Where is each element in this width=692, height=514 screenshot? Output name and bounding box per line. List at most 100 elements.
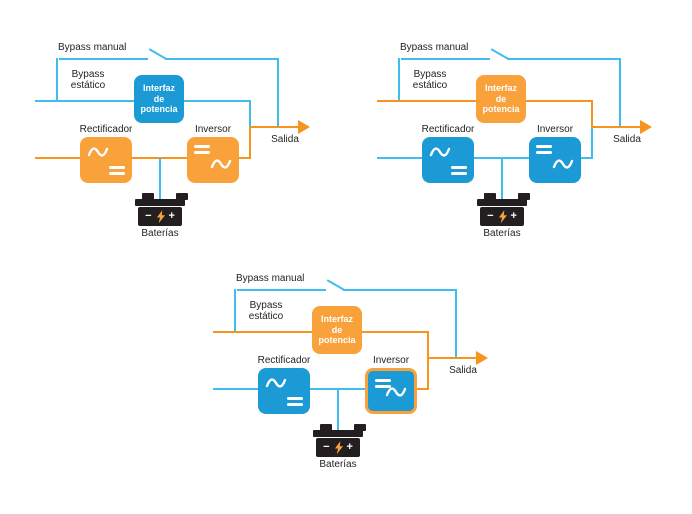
- interfaz-box: Interfaz de potencia: [312, 306, 362, 354]
- interfaz-label-line1: Interfaz: [484, 83, 517, 94]
- bypass-estatico-label-line2: estático: [248, 310, 284, 322]
- bypass-manual-label: Bypass manual: [58, 42, 127, 53]
- rectificador-label: Rectificador: [79, 124, 133, 135]
- output-junction-upper-line: [427, 331, 429, 360]
- bypass-manual-down-line: [619, 58, 621, 128]
- salida-arrow-line: [250, 126, 299, 128]
- sine-wave-icon: [385, 385, 407, 403]
- battery-icon: − +: [316, 438, 360, 457]
- ups-topology-3: Bypass manual Bypass estático Salida Int…: [208, 261, 538, 476]
- interfaz-label-line2: de: [331, 324, 343, 335]
- salida-arrow-icon: [476, 351, 488, 365]
- inversor-box: [187, 137, 239, 183]
- interfaz-label-line2: de: [495, 93, 507, 104]
- bypass-left-riser-line: [56, 58, 58, 102]
- battery-icon: − +: [138, 207, 182, 226]
- main-power-line: [377, 157, 582, 159]
- plus-icon: +: [510, 210, 517, 222]
- salida-arrow-icon: [640, 120, 652, 134]
- rectificador-label: Rectificador: [421, 124, 475, 135]
- sine-wave-icon: [265, 376, 287, 394]
- dc-equals-icon: [375, 379, 391, 388]
- output-junction-upper-line: [249, 100, 251, 129]
- rectificador-box: [422, 137, 474, 183]
- bypass-manual-line: [343, 289, 456, 291]
- lightning-bolt-icon: [334, 440, 343, 454]
- bypass-estatico-label: Bypass estático: [236, 300, 296, 322]
- salida-arrow-line: [428, 357, 477, 359]
- ups-topology-2: Bypass manual Bypass estático Salida Int…: [372, 30, 692, 245]
- minus-icon: −: [145, 210, 152, 222]
- battery-branch-line: [337, 389, 339, 430]
- inversor-box: [529, 137, 581, 183]
- bypass-estatico-label-line2: estático: [412, 79, 448, 91]
- bypass-manual-line: [507, 58, 620, 60]
- output-junction-lower-line: [249, 127, 251, 159]
- interfaz-label-line2: de: [153, 93, 165, 104]
- output-junction-lower-line: [591, 127, 593, 159]
- plus-icon: +: [168, 210, 175, 222]
- sine-wave-icon: [429, 145, 451, 163]
- bypass-manual-label: Bypass manual: [236, 273, 305, 284]
- bypass-left-riser-line: [234, 289, 236, 333]
- bypass-estatico-label: Bypass estático: [400, 69, 460, 91]
- dc-equals-icon: [536, 145, 552, 154]
- minus-icon: −: [323, 441, 330, 453]
- battery-cap-icon: [313, 430, 363, 437]
- interfaz-box: Interfaz de potencia: [134, 75, 184, 123]
- main-power-line: [35, 157, 240, 159]
- salida-arrow-line: [592, 126, 641, 128]
- bypass-manual-down-line: [455, 289, 457, 359]
- inversor-box: [365, 368, 417, 414]
- interfaz-box: Interfaz de potencia: [476, 75, 526, 123]
- salida-label: Salida: [613, 134, 641, 145]
- bypass-estatico-label-line1: Bypass: [71, 69, 105, 80]
- rectificador-box: [258, 368, 310, 414]
- dc-equals-icon: [194, 145, 210, 154]
- bypass-estatico-label-line1: Bypass: [413, 69, 447, 80]
- battery-cap-icon: [477, 199, 527, 206]
- salida-label: Salida: [449, 365, 477, 376]
- inverter-output-line: [581, 157, 593, 159]
- battery-cap-icon: [135, 199, 185, 206]
- rectificador-label: Rectificador: [257, 355, 311, 366]
- battery-terminal-icon: [320, 424, 332, 431]
- output-junction-upper-line: [591, 100, 593, 129]
- minus-icon: −: [487, 210, 494, 222]
- salida-label: Salida: [271, 134, 299, 145]
- interfaz-label-line1: Interfaz: [320, 314, 353, 325]
- interfaz-label-line1: Interfaz: [142, 83, 175, 94]
- inversor-label: Inversor: [194, 124, 232, 135]
- bypass-manual-down-line: [277, 58, 279, 128]
- bypass-manual-line: [165, 58, 278, 60]
- lightning-bolt-icon: [156, 209, 165, 223]
- sine-wave-icon: [210, 157, 232, 175]
- main-power-line: [213, 388, 418, 390]
- inverter-output-line: [417, 388, 429, 390]
- battery-terminal-icon: [354, 424, 366, 431]
- bypass-estatico-label: Bypass estático: [58, 69, 118, 91]
- interfaz-label-line3: potencia: [140, 104, 178, 115]
- bypass-left-riser-line: [398, 58, 400, 102]
- dc-equals-icon: [287, 397, 303, 406]
- bypass-estatico-label-line1: Bypass: [249, 300, 283, 311]
- baterias-label: Baterías: [141, 228, 179, 239]
- ups-topology-1: Bypass manual Bypass estático Salida Int…: [30, 30, 360, 245]
- battery-icon: − +: [480, 207, 524, 226]
- bypass-manual-label: Bypass manual: [400, 42, 469, 53]
- interfaz-label-line3: potencia: [482, 104, 520, 115]
- plus-icon: +: [346, 441, 353, 453]
- output-junction-lower-line: [427, 358, 429, 390]
- sine-wave-icon: [87, 145, 109, 163]
- inverter-output-line: [239, 157, 251, 159]
- lightning-bolt-icon: [498, 209, 507, 223]
- battery-branch-line: [501, 158, 503, 199]
- baterias-label: Baterías: [319, 459, 357, 470]
- battery-terminal-icon: [518, 193, 530, 200]
- battery-terminal-icon: [484, 193, 496, 200]
- dc-equals-icon: [109, 166, 125, 175]
- salida-arrow-icon: [298, 120, 310, 134]
- interfaz-label-line3: potencia: [318, 335, 356, 346]
- inversor-label: Inversor: [372, 355, 410, 366]
